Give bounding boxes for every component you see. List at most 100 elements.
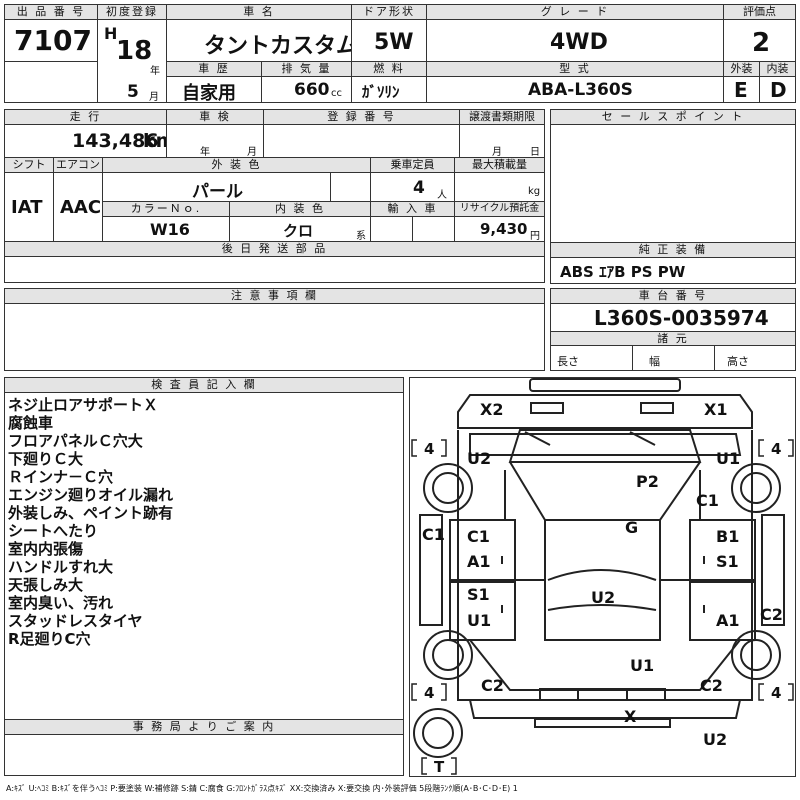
ac: AAC [60, 197, 102, 218]
lot-number: 7107 [14, 24, 92, 57]
model-code-cell [426, 76, 724, 103]
tire-mark: 4 [771, 684, 781, 702]
month-unit: 月 [149, 92, 159, 103]
spec-length-cell [550, 345, 633, 371]
capacity-label: 乗車定員 [370, 157, 455, 173]
max-load-label: 最大積載量 [454, 157, 545, 173]
tire-mark: T [434, 758, 445, 776]
chassis-label: 車 台 番 号 [550, 288, 796, 304]
car-damage-diagram: X2 X1 U2 U1 P2 C1 G C1 C1 A1 B1 S1 S1 U2… [411, 378, 794, 776]
reg-year: 18 [116, 36, 153, 66]
damage-mark: S1 [467, 585, 490, 604]
damage-mark: C2 [760, 605, 783, 624]
recycle-label: リサイクル預託金 [454, 201, 545, 217]
wheels [413, 463, 781, 758]
remark-line: 天張しみ大 [8, 576, 84, 594]
transfer-day-unit: 日 [530, 147, 540, 158]
fuel: ｶﾞｿﾘﾝ [362, 83, 400, 101]
model-code-label: 型 式 [426, 61, 724, 77]
car-outline [449, 378, 756, 728]
damage-mark: B1 [716, 527, 739, 546]
notes-cell [4, 303, 545, 371]
transfer-label: 譲渡書類期限 [459, 109, 545, 125]
import-cell-b [412, 216, 455, 242]
int-color-label: 内 装 色 [229, 201, 371, 217]
damage-mark: P2 [636, 472, 659, 491]
later-parts-cell [4, 256, 545, 283]
damage-mark: X [624, 707, 637, 726]
remark-line: Ｒインナ－Ｃ穴 [8, 468, 114, 486]
inspection-cell [166, 124, 264, 158]
max-load-unit: kg [528, 186, 541, 197]
equipment: ABS ｴｱB PS PW [560, 263, 686, 281]
damage-mark: U1 [467, 611, 491, 630]
tire-marks: 4 4 4 4 T [424, 440, 781, 776]
door-type: 5W [374, 30, 414, 55]
remark-line: 下廻りＣ大 [8, 450, 84, 468]
ext-color-cell-2 [330, 172, 371, 202]
interior-label: 内装 [759, 61, 796, 77]
transfer-cell [459, 124, 545, 158]
tire-mark: 4 [424, 440, 434, 458]
damage-mark: S1 [716, 552, 739, 571]
damage-mark: X2 [480, 400, 503, 419]
ext-color-cell [102, 172, 331, 202]
damage-mark: G [625, 518, 638, 537]
office-cell [4, 734, 404, 776]
exterior-grade: E [734, 78, 748, 102]
spec-height-cell [714, 345, 796, 371]
inspector-remarks: ネジ止ロアサポートＸ 腐蝕車 フロアパネルＣ穴大 下廻りＣ大 Ｒインナ－Ｃ穴 エ… [8, 396, 173, 648]
displacement-unit: cc [331, 88, 342, 99]
first-reg-label: 初度登録 [97, 4, 167, 20]
spec-length-label: 長さ [557, 355, 579, 368]
int-color: クロ [283, 222, 314, 240]
equipment-label: 純 正 装 備 [550, 242, 796, 258]
damage-mark: U1 [630, 656, 654, 675]
remark-line: シートへたり [8, 522, 99, 540]
remark-line: エンジン廻りオイル漏れ [8, 486, 174, 504]
import-label: 輸 入 車 [370, 201, 455, 217]
history-label: 車 歴 [166, 61, 262, 77]
displacement: 660 [294, 80, 330, 100]
fuel-cell [351, 76, 427, 103]
color-no-cell [102, 216, 230, 242]
recycle-unit: 円 [530, 231, 540, 242]
damage-mark: U1 [716, 449, 740, 468]
remark-line: ネジ止ロアサポートＸ [8, 396, 159, 414]
transfer-month-unit: 月 [492, 147, 502, 158]
tire-mark: 4 [424, 684, 434, 702]
int-color-unit: 系 [356, 231, 366, 242]
later-parts-label: 後 日 発 送 部 品 [4, 241, 545, 257]
damage-mark: X1 [704, 400, 727, 419]
lot-label: 出 品 番 号 [4, 4, 98, 20]
ext-color-label: 外 装 色 [102, 157, 371, 173]
inspector-label: 検 査 員 記 入 欄 [4, 377, 404, 393]
shift: IAT [11, 197, 43, 218]
office-label: 事 務 局 よ り ご 案 内 [4, 719, 404, 735]
mileage: 143,486 [72, 130, 159, 152]
damage-marks: X2 X1 U2 U1 P2 C1 G C1 C1 A1 B1 S1 S1 U2… [422, 400, 783, 749]
remark-line: スタッドレスタイヤ [8, 612, 143, 630]
capacity-unit: 人 [437, 190, 447, 201]
spec-height-label: 高さ [727, 355, 749, 368]
notes-label: 注 意 事 項 欄 [4, 288, 545, 304]
recycle: 9,430 [480, 220, 528, 238]
first-reg-cell [97, 19, 167, 103]
year-unit: 年 [150, 66, 160, 77]
ac-label: エアコン [53, 157, 103, 173]
displacement-cell [261, 76, 352, 103]
displacement-label: 排 気 量 [261, 61, 352, 77]
reg-no-cell [263, 124, 460, 158]
insp-month-unit: 月 [247, 147, 257, 158]
tire-brackets [411, 439, 794, 775]
damage-mark: U2 [703, 730, 727, 749]
damage-mark: C2 [481, 676, 504, 695]
remark-line: R足廻りC穴 [8, 630, 91, 648]
specs-label: 諸 元 [550, 331, 796, 346]
diagram-frame [409, 377, 796, 777]
model-name-label: 車 名 [166, 4, 352, 20]
exterior-label: 外装 [723, 61, 760, 77]
grade-label: グ レ ー ド [426, 4, 724, 20]
capacity: 4 [413, 178, 425, 198]
remark-line: ハンドルすれ大 [8, 558, 114, 576]
